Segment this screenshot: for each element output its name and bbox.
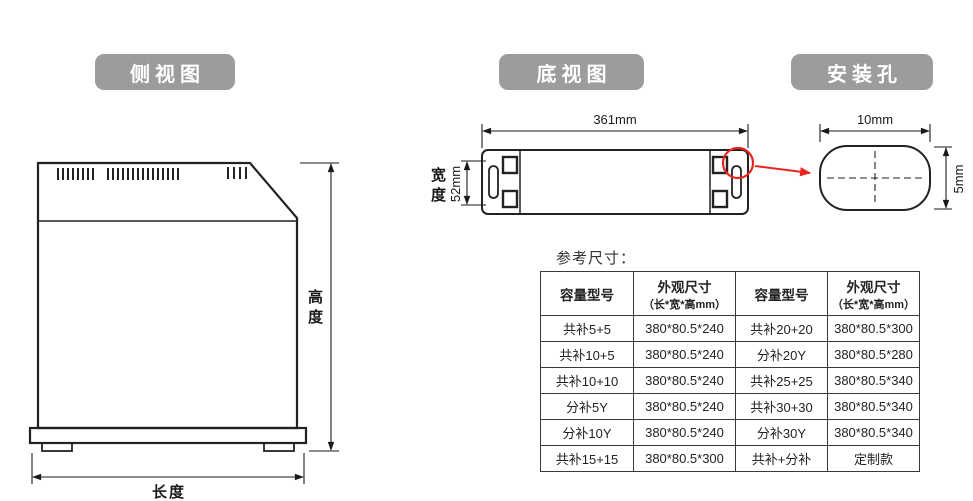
table-row: 共补5+5 380*80.5*240 共补20+20 380*80.5*300: [540, 315, 920, 342]
mounting-slot-right: [731, 165, 742, 199]
vent-slots-group-3: [227, 167, 247, 179]
cell-size: 380*80.5*240: [633, 393, 736, 420]
height-dimension-label: 高度: [306, 289, 323, 329]
cell-size: 380*80.5*240: [633, 367, 736, 394]
table-row: 分补10Y 380*80.5*240 分补30Y 380*80.5*340: [540, 419, 920, 446]
header-text: 容量型号: [754, 287, 809, 303]
cell-size: 380*80.5*340: [827, 419, 920, 446]
terminal-hole: [501, 155, 519, 175]
table-caption: 参考尺寸：: [556, 250, 637, 267]
mounting-hole-badge: 安装孔: [791, 54, 933, 90]
header-text: 外观尺寸: [846, 279, 901, 295]
cell-size: 380*80.5*300: [827, 315, 920, 342]
mounting-slot-left: [488, 165, 499, 199]
cell-model: 共补30+30: [735, 393, 828, 420]
bottom-view-badge: 底视图: [499, 54, 644, 90]
terminal-hole: [501, 189, 519, 209]
length-dimension-label: 长度: [151, 484, 186, 501]
hole-width-10mm-value: 10mm: [856, 112, 894, 127]
cell-model: 共补10+10: [540, 367, 634, 394]
bottom-view-device: [481, 149, 749, 215]
width-52mm-value: 52mm: [448, 165, 463, 203]
base-foot-left: [41, 442, 73, 452]
header-subtext: （长*宽*高mm）: [642, 298, 727, 311]
table-row: 共补15+15 380*80.5*300 共补+分补 定制款: [540, 445, 920, 472]
cell-model: 分补30Y: [735, 419, 828, 446]
terminal-hole: [711, 189, 729, 209]
cell-size: 380*80.5*240: [633, 341, 736, 368]
cell-size: 380*80.5*300: [633, 445, 736, 472]
cell-model: 共补15+15: [540, 445, 634, 472]
table-row: 分补5Y 380*80.5*240 共补30+30 380*80.5*340: [540, 393, 920, 420]
mounting-hole-detail: [819, 145, 931, 211]
table-row: 共补10+10 380*80.5*240 共补25+25 380*80.5*34…: [540, 367, 920, 394]
table-header-row: 容量型号 外观尺寸 （长*宽*高mm） 容量型号 外观尺寸 （长*宽*高mm）: [540, 271, 920, 316]
cell-size: 380*80.5*240: [633, 315, 736, 342]
cell-model: 共补10+5: [540, 341, 634, 368]
cell-model: 分补10Y: [540, 419, 634, 446]
cell-model: 共补+分补: [735, 445, 828, 472]
hole-height-5mm-value: 5mm: [951, 164, 966, 194]
detail-pointer-arrow: [754, 165, 812, 177]
base-flange: [28, 426, 308, 445]
cell-size: 380*80.5*240: [633, 419, 736, 446]
header-text: 容量型号: [560, 287, 614, 303]
header-capacity-model-2: 容量型号: [735, 271, 828, 316]
reference-size-table: 容量型号 外观尺寸 （长*宽*高mm） 容量型号 外观尺寸 （长*宽*高mm） …: [540, 271, 920, 472]
side-view-device: [28, 161, 308, 452]
table-row: 共补10+5 380*80.5*240 分补20Y 380*80.5*280: [540, 341, 920, 368]
header-dimensions-2: 外观尺寸 （长*宽*高mm）: [827, 271, 920, 316]
cell-model: 共补25+25: [735, 367, 828, 394]
cell-model: 共补20+20: [735, 315, 828, 342]
cell-model: 分补20Y: [735, 341, 828, 368]
header-text: 外观尺寸: [657, 279, 712, 295]
vent-slots-group-2: [107, 168, 179, 180]
cell-size: 380*80.5*340: [827, 367, 920, 394]
cell-size: 380*80.5*340: [827, 393, 920, 420]
cell-model: 共补5+5: [540, 315, 634, 342]
side-view-dimension-lines: [31, 162, 339, 484]
vent-slots-group-1: [57, 168, 94, 180]
cell-size: 380*80.5*280: [827, 341, 920, 368]
mounting-hole-dimension-lines: [819, 124, 952, 210]
width-dimension-label: 宽度: [429, 167, 446, 207]
length-361mm-value: 361mm: [593, 112, 637, 127]
cell-model: 分补5Y: [540, 393, 634, 420]
cell-size: 定制款: [827, 445, 920, 472]
mounting-hole-highlight-circle: [721, 146, 755, 180]
header-subtext: （长*宽*高mm）: [831, 298, 916, 311]
side-view-badge: 侧视图: [95, 54, 235, 90]
bottom-view-dimension-lines: [461, 124, 749, 206]
header-capacity-model: 容量型号: [540, 271, 634, 316]
base-foot-right: [263, 442, 295, 452]
header-dimensions: 外观尺寸 （长*宽*高mm）: [633, 271, 736, 316]
